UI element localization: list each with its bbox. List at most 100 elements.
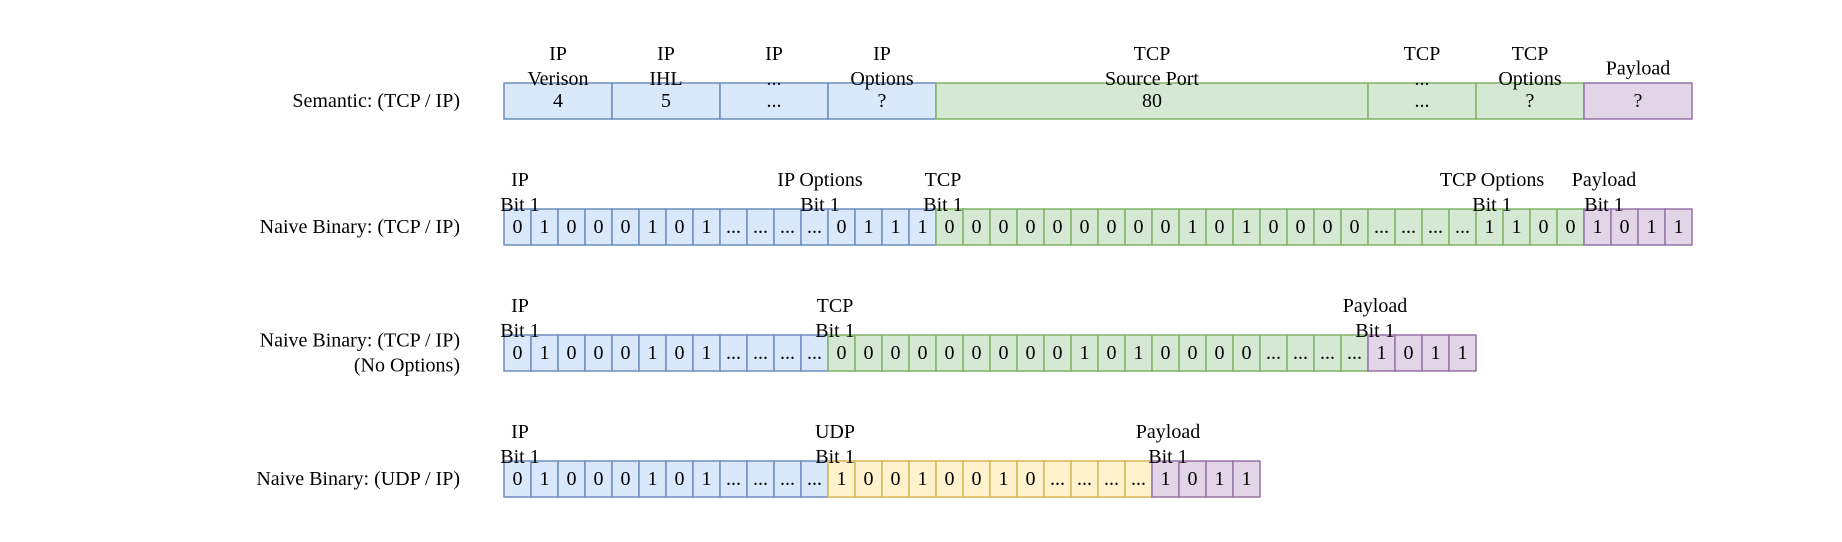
bit-value: 1 <box>1431 342 1441 364</box>
bit-cell-ip <box>773 460 802 498</box>
bit-value: 0 <box>1188 342 1198 364</box>
bit-cell-tcp <box>1232 208 1261 246</box>
bit-cell-tcp <box>1259 208 1288 246</box>
bit-cell-udp <box>1097 460 1126 498</box>
bit-value: 0 <box>1296 216 1306 238</box>
field-header: Options <box>1498 68 1562 90</box>
bit-cell-tcp <box>1502 208 1531 246</box>
field-header: TCP <box>1512 43 1549 65</box>
field-value: ? <box>1634 90 1643 112</box>
bit-value: ... <box>726 468 741 490</box>
bit-cell-payload <box>1664 208 1693 246</box>
bit-value: 0 <box>1242 342 1252 364</box>
field-header: IP <box>873 43 891 65</box>
field-header: Verison <box>527 68 588 90</box>
row-label: (No Options) <box>354 355 460 377</box>
bit-value: 0 <box>675 342 685 364</box>
bit-header: Payload <box>1572 169 1636 191</box>
bit-value: ... <box>753 468 768 490</box>
bit-cell-payload <box>1394 334 1423 372</box>
bit-value: ... <box>1050 468 1065 490</box>
bit-value: 1 <box>918 468 928 490</box>
bit-header: Payload <box>1343 295 1407 317</box>
bit-header: Bit 1 <box>923 194 962 216</box>
field-header: IHL <box>649 68 682 90</box>
bit-cell-udp <box>1016 460 1045 498</box>
row-label: Naive Binary: (TCP / IP) <box>260 216 460 238</box>
bit-value: 1 <box>540 342 550 364</box>
field-header: Source Port <box>1105 68 1199 90</box>
bit-cell-udp <box>989 460 1018 498</box>
bit-cell-tcp <box>935 334 964 372</box>
bit-value: ... <box>1104 468 1119 490</box>
bit-value: 1 <box>1674 216 1684 238</box>
bit-value: 0 <box>513 216 523 238</box>
bit-value: 0 <box>1620 216 1630 238</box>
bit-cell-ip <box>827 208 856 246</box>
bit-value: 0 <box>999 216 1009 238</box>
bit-value: ... <box>1374 216 1389 238</box>
field-cell-tcp <box>1475 82 1585 120</box>
bit-header: IP <box>511 169 529 191</box>
bit-value: 0 <box>972 342 982 364</box>
bit-value: 0 <box>1539 216 1549 238</box>
bit-header: Bit 1 <box>1148 446 1187 468</box>
bit-cell-tcp <box>908 334 937 372</box>
bit-value: ... <box>753 216 768 238</box>
bit-value: 1 <box>1485 216 1495 238</box>
bit-cell-tcp <box>1205 208 1234 246</box>
bit-header: Bit 1 <box>500 194 539 216</box>
bit-cell-payload <box>1583 208 1612 246</box>
bit-value: 0 <box>675 216 685 238</box>
bit-cell-tcp <box>1340 208 1369 246</box>
bit-value: 1 <box>1242 216 1252 238</box>
bit-value: 0 <box>1269 216 1279 238</box>
bit-cell-payload <box>1205 460 1234 498</box>
bit-value: 0 <box>1026 468 1036 490</box>
bit-value: 0 <box>567 342 577 364</box>
field-header: Payload <box>1606 58 1670 80</box>
field-header: ... <box>767 68 782 90</box>
bit-value: 0 <box>594 216 604 238</box>
bit-value: 0 <box>1053 342 1063 364</box>
bit-value: 0 <box>864 342 874 364</box>
bit-cell-ip <box>530 334 559 372</box>
bit-value: ... <box>807 468 822 490</box>
bit-value: ... <box>753 342 768 364</box>
bit-value: 1 <box>1593 216 1603 238</box>
bit-value: 0 <box>675 468 685 490</box>
field-header: TCP <box>1404 43 1441 65</box>
field-header: Options <box>850 68 914 90</box>
bit-cell-tcp <box>1529 208 1558 246</box>
bit-cell-ip <box>692 460 721 498</box>
bit-value: 0 <box>918 342 928 364</box>
bit-header: Bit 1 <box>1472 194 1511 216</box>
bit-value: ... <box>726 216 741 238</box>
bit-value: 0 <box>837 216 847 238</box>
bit-header: IP <box>511 295 529 317</box>
bit-value: 0 <box>1161 216 1171 238</box>
bit-value: ... <box>780 468 795 490</box>
bit-cell-tcp <box>935 208 964 246</box>
bit-cell-tcp <box>1151 334 1180 372</box>
bit-cell-udp <box>881 460 910 498</box>
bit-cell-tcp <box>1259 334 1288 372</box>
bit-value: ... <box>1347 342 1362 364</box>
bit-value: 0 <box>1026 216 1036 238</box>
bit-value: 0 <box>1215 216 1225 238</box>
bit-value: 1 <box>1647 216 1657 238</box>
bit-cell-ip <box>881 208 910 246</box>
bit-header: TCP <box>817 295 854 317</box>
bit-cell-ip <box>584 460 613 498</box>
bit-value: 0 <box>1161 342 1171 364</box>
bit-value: 0 <box>621 216 631 238</box>
bit-value: ... <box>1428 216 1443 238</box>
bit-value: 0 <box>1026 342 1036 364</box>
field-cell-ip <box>503 82 613 120</box>
bit-cell-payload <box>1367 334 1396 372</box>
bit-value: 0 <box>1215 342 1225 364</box>
bit-cell-ip <box>692 334 721 372</box>
bit-header: IP <box>511 421 529 443</box>
